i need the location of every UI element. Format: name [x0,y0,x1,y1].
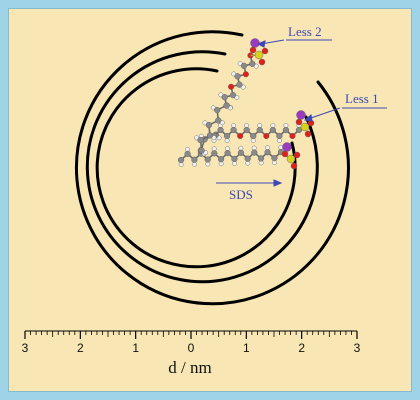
scale-axis: 3 2 1 0 1 2 3 d / nm [22,330,361,377]
oxygen-atom [295,118,303,126]
axis-tick-label: 1 [132,341,139,355]
sds-arrowhead [273,179,283,187]
axis-tick-label: 1 [243,341,250,355]
carbon-atom [198,147,205,154]
micelle-rings [74,30,350,306]
axis-label: d / nm [168,358,211,377]
sodium-atom [282,142,292,152]
carbon-atom [234,73,241,80]
oxygen-atom [258,58,266,66]
carbon-atom [244,155,251,162]
carbon-atom [214,106,221,114]
carbon-atom [236,81,243,88]
oxygen-atom [261,47,269,55]
axis-tick-label: 2 [77,341,84,355]
carbon-atom [191,156,198,163]
micelle-diagram: Less 2 Less 1 SDS 3 2 1 0 1 2 3 d / nm [22,24,387,377]
axis-tick-label: 0 [188,341,195,355]
label-less1: Less 1 [345,91,379,106]
oxygen-atom [263,132,270,139]
carbon-atom [221,94,228,101]
carbon-atom [269,126,276,134]
oxygen-atom [281,150,289,158]
axis-tick-label: 3 [22,341,29,355]
oxygen-atom [249,46,257,54]
carbon-atom [223,132,231,140]
carbon-atom [229,92,237,99]
ring-middle [85,50,319,284]
ring-inner [95,67,297,269]
oxygen-atom [289,132,296,139]
carbon-atom [224,149,231,157]
carbon-atom [215,117,222,124]
sodium-atom [250,38,260,48]
less1-arrowhead [303,114,313,122]
carbon-atom [223,102,230,109]
axis-tick-label: 2 [298,341,305,355]
carbon-atom [205,121,212,129]
diagram-frame: Less 2 Less 1 SDS 3 2 1 0 1 2 3 d / nm [8,8,412,392]
carbon-atom [217,156,225,163]
oxygen-atom [304,130,312,138]
label-less2: Less 2 [288,24,322,39]
carbon-atom [282,126,290,134]
sulfur-atom [254,50,264,60]
carbon-atom [206,132,214,139]
carbon-atom [276,132,283,140]
ring-outer [74,30,350,306]
oxygen-atom [290,162,298,170]
carbon-atom [217,126,224,134]
less2-arrowhead [256,40,266,48]
carbon-atom [197,136,204,144]
oxygen-atom [228,83,235,90]
carbon-atom [240,62,248,69]
oxygen-atom [242,71,249,78]
oxygen-atom [293,151,301,159]
sulfur-atom [286,154,296,164]
carbon-atom [177,156,185,164]
carbon-atom [249,60,256,67]
surfactant-molecules [177,38,315,170]
sodium-atom [296,110,306,120]
carbon-atom [250,132,257,140]
label-pointers [216,39,341,187]
carbon-atom [204,156,211,163]
label-sds: SDS [229,187,253,202]
molecule-labels: Less 2 Less 1 SDS [229,24,387,202]
carbon-atom [257,155,265,162]
carbon-atom [271,155,278,162]
carbon-atom [231,155,238,163]
carbon-atom [211,150,218,157]
less1-pointer [307,107,341,120]
axis-tick-label: 3 [354,341,361,355]
carbon-atom [237,149,245,156]
oxygen-atom [237,132,244,139]
carbon-atom [256,126,263,134]
axis-ticks: 3 2 1 0 1 2 3 [22,331,361,355]
carbon-atom [230,126,237,134]
carbon-atom [251,149,258,156]
carbon-atom [264,149,271,156]
carbon-atom [243,126,250,134]
carbon-atom [184,150,191,157]
sulfur-atom [300,122,310,132]
